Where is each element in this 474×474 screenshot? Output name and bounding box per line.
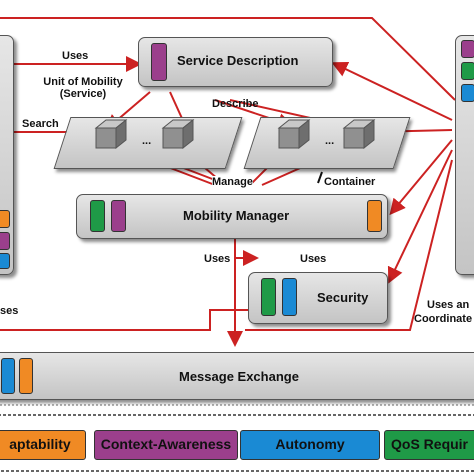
manager-purple-chip: [111, 200, 126, 232]
legend-frame: [0, 414, 474, 472]
left-blue-chip: [0, 253, 10, 269]
right-cut-label-1: Uses an: [427, 299, 470, 311]
right-blue-chip: [461, 84, 474, 102]
container-pointer: [317, 171, 323, 184]
right-purple-chip: [461, 40, 474, 58]
arrow-right-manager: [389, 139, 453, 216]
cube-3: [277, 118, 311, 150]
unit-of-mobility-label: Unit of Mobility (Service): [28, 76, 138, 100]
manage-label: Manage: [212, 176, 253, 188]
search-label: Search: [22, 118, 59, 130]
message-blue-chip: [1, 358, 15, 394]
dots-right: ...: [325, 135, 335, 147]
mobility-manager-label: Mobility Manager: [183, 208, 290, 223]
security-label: Security: [317, 290, 369, 305]
arrow-top-border: [0, 17, 456, 101]
cube-2: [161, 118, 195, 150]
dots-left: ...: [142, 135, 152, 147]
unit-of-mobility-line2: (Service): [59, 88, 107, 100]
security-blue-chip: [282, 278, 297, 316]
cube-1: [94, 118, 128, 150]
uses-top-label: Uses: [62, 50, 89, 62]
security-box: Security: [248, 272, 388, 324]
arrow-security-loop: [0, 309, 255, 331]
message-exchange-label: Message Exchange: [179, 369, 299, 384]
legend-adaptability: aptability: [0, 430, 86, 460]
message-orange-chip: [19, 358, 33, 394]
legend-autonomy: Autonomy: [240, 430, 380, 460]
describe-label: Describe: [212, 98, 259, 110]
right-cut-label-2: Coordinate: [414, 313, 473, 325]
manager-orange-chip: [367, 200, 382, 232]
right-green-chip: [461, 62, 474, 80]
legend-qos: QoS Requir: [384, 430, 474, 460]
left-cut-label: ses: [0, 305, 19, 317]
arrow-right-down: [245, 159, 453, 331]
uses-left-label: Uses: [204, 253, 231, 265]
service-purple-chip: [151, 43, 167, 81]
left-purple-chip: [0, 232, 10, 250]
security-green-chip: [261, 278, 276, 316]
service-description-box: Service Description: [138, 37, 333, 87]
arrow-right-security: [387, 149, 453, 284]
cube-4: [342, 118, 376, 150]
left-orange-chip: [0, 210, 10, 228]
manager-green-chip: [90, 200, 105, 232]
message-exchange-box: Message Exchange: [0, 352, 474, 400]
mobility-manager-box: Mobility Manager: [76, 194, 388, 239]
legend-context-awareness: Context-Awareness: [94, 430, 238, 460]
arrow-right-service: [331, 61, 453, 121]
service-description-label: Service Description: [177, 53, 299, 68]
container-label: Container: [324, 176, 376, 188]
unit-of-mobility-line1: Unit of Mobility: [43, 76, 123, 88]
uses-right-label: Uses: [300, 253, 327, 265]
